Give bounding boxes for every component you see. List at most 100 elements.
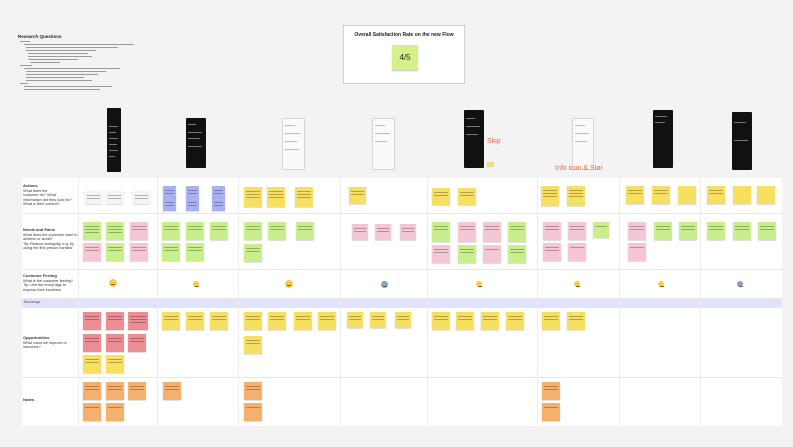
sticky-note[interactable] <box>130 243 148 261</box>
sticky-note[interactable] <box>162 222 180 240</box>
neutral-face-icon[interactable] <box>658 281 664 287</box>
sticky-note[interactable] <box>458 245 476 263</box>
phone-screen-4[interactable] <box>372 118 395 170</box>
phone-screen-8[interactable] <box>732 112 752 170</box>
sticky-note[interactable] <box>758 222 776 240</box>
thinking-face-icon[interactable] <box>737 281 743 287</box>
sticky-note[interactable] <box>210 312 228 330</box>
sticky-note[interactable] <box>757 186 775 204</box>
sticky-note[interactable] <box>628 222 646 240</box>
sticky-note[interactable] <box>244 187 262 207</box>
sticky-note[interactable] <box>295 187 313 207</box>
sticky-note[interactable] <box>543 222 561 240</box>
sticky-note[interactable] <box>707 222 725 240</box>
sticky-note[interactable] <box>186 312 204 330</box>
satisfaction-score-sticky[interactable]: 4/5 <box>392 45 418 70</box>
sticky-note[interactable] <box>106 403 124 421</box>
sticky-note[interactable] <box>626 186 644 204</box>
sticky-note[interactable] <box>432 222 450 242</box>
sticky-note[interactable] <box>212 198 225 211</box>
sticky-note[interactable] <box>568 243 586 261</box>
sticky-note[interactable] <box>542 403 560 421</box>
sticky-note[interactable] <box>294 312 312 330</box>
neutral-face-icon[interactable] <box>476 281 482 287</box>
neutral-face-icon[interactable] <box>574 281 580 287</box>
sticky-note[interactable] <box>652 186 670 204</box>
sticky-note[interactable] <box>542 312 560 330</box>
sticky-note[interactable] <box>244 336 262 354</box>
sticky-note[interactable] <box>83 403 101 421</box>
phone-screen-7[interactable] <box>653 110 673 168</box>
sticky-note[interactable] <box>186 243 204 261</box>
sticky-note[interactable] <box>456 312 474 330</box>
sticky-note[interactable] <box>83 243 101 261</box>
sticky-note[interactable] <box>106 222 124 240</box>
sticky-note[interactable] <box>347 312 363 328</box>
phone-screen-6[interactable] <box>572 118 594 170</box>
sticky-note[interactable] <box>268 312 286 330</box>
skip-sticky[interactable] <box>487 162 494 166</box>
sticky-note[interactable] <box>163 198 176 211</box>
sticky-note[interactable] <box>106 191 123 204</box>
phone-screen-3[interactable] <box>282 118 305 170</box>
thinking-face-icon[interactable] <box>381 281 388 288</box>
smiling-face-icon[interactable] <box>193 281 199 287</box>
sticky-note[interactable] <box>83 312 101 330</box>
sticky-note[interactable] <box>83 334 101 352</box>
sticky-note[interactable] <box>128 382 146 400</box>
sticky-note[interactable] <box>349 187 366 204</box>
sticky-note[interactable] <box>400 224 416 240</box>
sticky-note[interactable] <box>593 222 609 238</box>
sticky-note[interactable] <box>186 198 199 211</box>
sticky-note[interactable] <box>375 224 391 240</box>
sticky-note[interactable] <box>654 222 672 240</box>
phone-screen-1[interactable] <box>107 108 121 172</box>
sticky-note[interactable] <box>162 243 180 261</box>
sticky-note[interactable] <box>106 355 124 373</box>
sticky-note[interactable] <box>733 222 751 240</box>
smiling-face-icon[interactable] <box>285 280 293 288</box>
sticky-note[interactable] <box>244 403 262 421</box>
sticky-note[interactable] <box>106 382 124 400</box>
sticky-note[interactable] <box>352 224 368 240</box>
sticky-note[interactable] <box>679 222 697 240</box>
sticky-note[interactable] <box>508 245 526 263</box>
sticky-note[interactable] <box>128 312 148 330</box>
sticky-note[interactable] <box>85 191 102 204</box>
overall-satisfaction-card[interactable]: Overall Satisfaction Rate on the new Flo… <box>343 25 465 84</box>
sticky-note[interactable] <box>508 222 526 242</box>
sticky-note[interactable] <box>186 222 204 240</box>
sticky-note[interactable] <box>210 222 228 240</box>
sticky-note[interactable] <box>395 312 411 328</box>
sticky-note[interactable] <box>296 222 314 240</box>
sticky-note[interactable] <box>83 222 101 240</box>
sticky-note[interactable] <box>106 334 124 352</box>
sticky-note[interactable] <box>567 186 585 206</box>
sticky-note[interactable] <box>83 355 101 373</box>
sticky-note[interactable] <box>130 222 148 240</box>
sticky-note[interactable] <box>733 186 751 204</box>
sticky-note[interactable] <box>244 222 262 240</box>
sticky-note[interactable] <box>542 382 560 400</box>
sticky-note[interactable] <box>707 186 725 204</box>
sticky-note[interactable] <box>186 186 199 199</box>
sticky-note[interactable] <box>318 312 336 330</box>
sticky-note[interactable] <box>244 244 262 262</box>
sticky-note[interactable] <box>267 187 285 207</box>
smiling-face-icon[interactable] <box>109 279 117 287</box>
sticky-note[interactable] <box>370 312 386 328</box>
sticky-note[interactable] <box>678 186 696 204</box>
sticky-note[interactable] <box>628 243 646 261</box>
sticky-note[interactable] <box>163 382 181 400</box>
sticky-note[interactable] <box>506 312 524 330</box>
sticky-note[interactable] <box>567 312 585 330</box>
sticky-note[interactable] <box>244 382 262 400</box>
sticky-note[interactable] <box>458 222 476 242</box>
sticky-note[interactable] <box>128 334 146 352</box>
sticky-note[interactable] <box>106 243 124 261</box>
sticky-note[interactable] <box>244 312 262 330</box>
sticky-note[interactable] <box>432 312 450 330</box>
sticky-note[interactable] <box>106 312 124 330</box>
sticky-note[interactable] <box>432 188 450 205</box>
phone-screen-2[interactable] <box>186 118 206 168</box>
